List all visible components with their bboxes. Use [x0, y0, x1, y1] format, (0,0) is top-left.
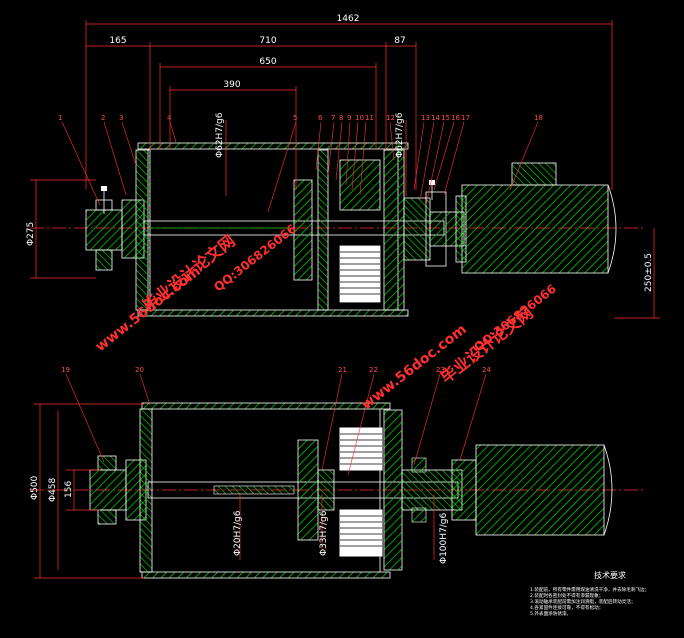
top-view — [30, 142, 645, 317]
part-label: 14 — [431, 114, 440, 122]
part-label: 10 — [355, 114, 364, 122]
dim-dia-275: Φ275 — [26, 222, 36, 246]
part-label: 1 — [58, 114, 62, 122]
dim-165: 165 — [109, 36, 126, 46]
part-label: 20 — [135, 366, 144, 374]
part-label: 12 — [386, 114, 395, 122]
tech-note-line: 5.外表面涂防锈漆。 — [530, 612, 572, 617]
tech-note-line: 2.装配时各密封处不得有渗漏现象； — [530, 594, 604, 599]
fit-20: Φ20H7/g6 — [233, 510, 243, 556]
right-end-flange — [383, 149, 405, 311]
part-label: 13 — [421, 114, 430, 122]
motor-terminal-box — [511, 162, 557, 186]
tech-note-line: 3.滚动轴承装配前需加注润滑脂，装配后转动灵活； — [530, 600, 636, 605]
left-bearing-housing — [85, 209, 123, 251]
part-label: 6 — [318, 114, 323, 122]
part-label: 9 — [347, 114, 351, 122]
part-label: 17 — [461, 114, 470, 122]
part-label: 8 — [339, 114, 343, 122]
drum-shell-top — [137, 142, 409, 150]
dim-250: 250±0.5 — [644, 253, 654, 292]
part-label: 22 — [369, 366, 378, 374]
dim-dia-458: Φ458 — [48, 477, 58, 502]
dimension-lines — [30, 20, 660, 579]
part-number-labels: 1 2 3 4 5 6 7 8 9 10 11 12 13 14 15 16 1… — [58, 114, 543, 374]
dim-1462: 1462 — [337, 14, 360, 24]
dim-390: 390 — [223, 80, 240, 90]
part-label: 3 — [119, 114, 123, 122]
part-label: 21 — [338, 366, 347, 374]
leader-lines — [61, 121, 539, 476]
part-label: 5 — [293, 114, 297, 122]
dim-650: 650 — [259, 57, 276, 67]
dim-87: 87 — [394, 36, 405, 46]
tech-note-line: 4.各紧固件连接可靠，不得有松动； — [530, 606, 604, 611]
fit-100: Φ100H7/g6 — [439, 512, 449, 564]
part-label: 11 — [365, 114, 374, 122]
gear-upper — [339, 159, 381, 211]
part-label: 19 — [61, 366, 70, 374]
dim-156: 156 — [64, 481, 74, 498]
tech-notes-title: 技术要求 — [594, 571, 626, 580]
part-label: 18 — [534, 114, 543, 122]
part-label: 15 — [441, 114, 450, 122]
dim-710: 710 — [259, 36, 276, 46]
drum-shell-bottom — [137, 309, 409, 317]
gear-lower — [339, 245, 381, 303]
tech-note-line: 1.装配前，所有零件需用煤油清洗干净，并去除毛刺飞边； — [530, 588, 650, 593]
part-label: 7 — [331, 114, 335, 122]
dim-dia-500: Φ500 — [30, 475, 40, 500]
fit-62-right: Φ62H7/g6 — [395, 112, 405, 158]
part-label: 4 — [167, 114, 172, 122]
tech-notes: 1.装配前，所有零件需用煤油清洗干净，并去除毛刺飞边； 2.装配时各密封处不得有… — [530, 588, 680, 618]
fit-62-left: Φ62H7/g6 — [215, 112, 225, 158]
motor-body — [461, 184, 609, 274]
part-label: 24 — [482, 366, 491, 374]
bottom-view — [30, 402, 645, 579]
part-label: 2 — [101, 114, 105, 122]
left-drum-endcap — [135, 149, 151, 311]
part-label: 16 — [451, 114, 460, 122]
part-label: 23 — [436, 366, 445, 374]
fit-33: Φ33H7/g6 — [319, 510, 329, 556]
planetary-carrier-disk — [293, 179, 313, 281]
